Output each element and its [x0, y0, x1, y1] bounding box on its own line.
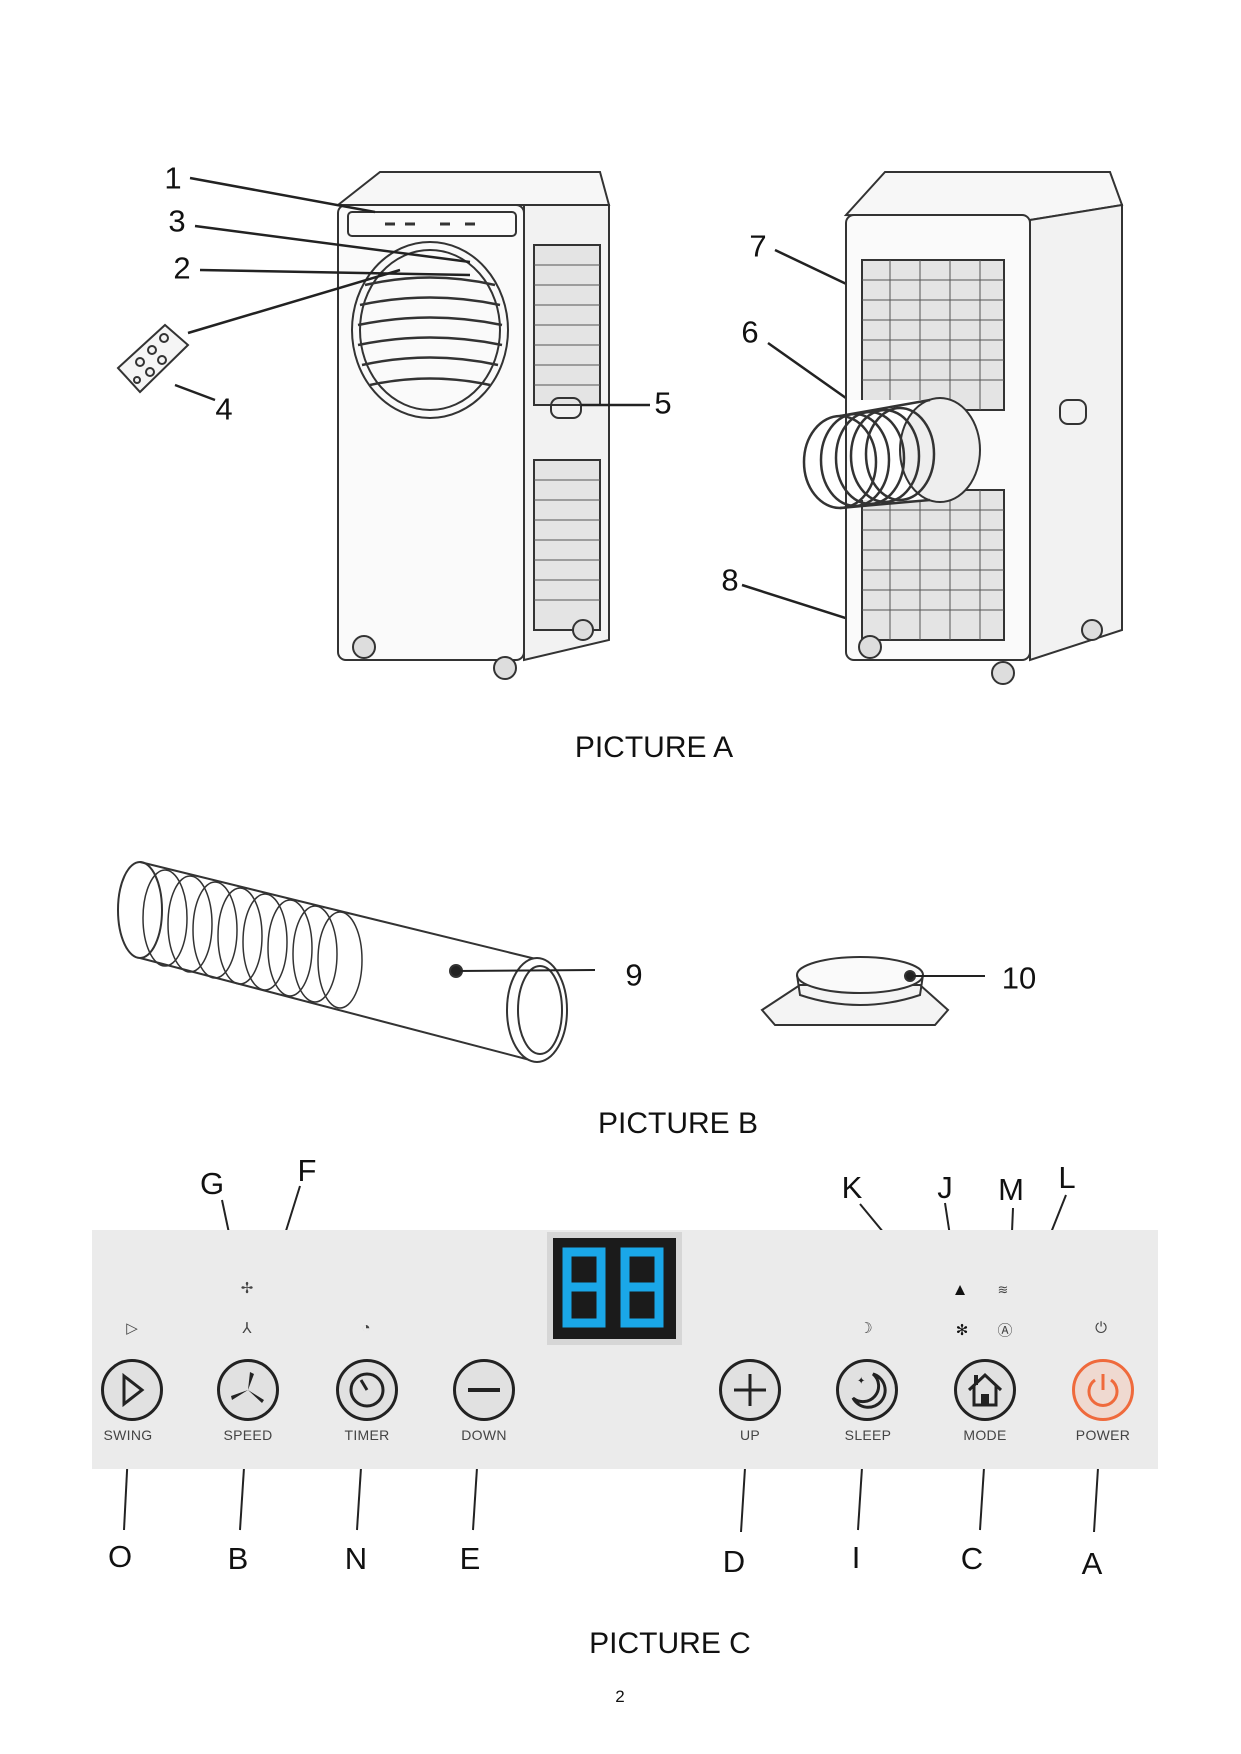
letter-g: G — [199, 1166, 225, 1201]
swing-icon — [122, 1372, 145, 1408]
auto-indicator-icon: Ⓐ — [997, 1322, 1013, 1340]
page-number: 2 — [615, 1687, 625, 1706]
letter-c: C — [960, 1541, 984, 1576]
letter-m: M — [998, 1172, 1024, 1207]
timer-icon — [349, 1372, 385, 1408]
speed-button[interactable] — [217, 1359, 279, 1421]
power-icon — [1087, 1374, 1119, 1407]
down-button[interactable] — [453, 1359, 515, 1421]
led-display: 88 — [547, 1232, 682, 1345]
letter-f: F — [297, 1153, 317, 1188]
moon-icon: ✦ — [851, 1372, 887, 1409]
callout-2: 2 — [173, 250, 191, 286]
picture-a-caption: PICTURE A — [574, 731, 734, 764]
letter-o: O — [107, 1539, 133, 1574]
callout-9: 9 — [625, 957, 643, 993]
back-unit-drawing — [802, 171, 1124, 685]
speed-label: SPEED — [223, 1427, 273, 1443]
swing-button[interactable] — [101, 1359, 163, 1421]
letter-d: D — [722, 1544, 746, 1579]
callout-4: 4 — [215, 391, 233, 427]
exhaust-hose-drawing — [117, 861, 596, 1063]
timer-button[interactable] — [336, 1359, 398, 1421]
callout-7: 7 — [749, 228, 767, 264]
down-label: DOWN — [461, 1427, 507, 1443]
letter-a: A — [1081, 1546, 1103, 1581]
up-label: UP — [739, 1427, 761, 1443]
power-indicator-icon: ⏻ — [1095, 1319, 1107, 1337]
letter-k: K — [841, 1170, 863, 1205]
cool-indicator-icon: ✻ — [955, 1322, 969, 1339]
sleep-label: SLEEP — [844, 1427, 892, 1443]
letter-j: J — [937, 1170, 953, 1205]
callout-3: 3 — [168, 203, 186, 239]
heat-indicator-icon: ▲ — [951, 1280, 969, 1299]
picture-c-caption: PICTURE C — [589, 1627, 751, 1660]
sleep-indicator-icon: ☽ — [859, 1320, 873, 1337]
power-label: POWER — [1075, 1427, 1131, 1443]
letter-b: B — [227, 1541, 249, 1576]
callout-10: 10 — [1001, 960, 1037, 996]
high-speed-indicator-icon: ✢ — [240, 1280, 254, 1297]
letter-e: E — [459, 1541, 481, 1576]
remote-drawing — [116, 323, 190, 394]
picture-b-caption: PICTURE B — [597, 1107, 759, 1140]
plus-icon — [734, 1374, 766, 1406]
swing-indicator-icon: ▷ — [126, 1320, 138, 1337]
window-adapter-drawing — [760, 956, 985, 1026]
callout-6: 6 — [741, 314, 759, 350]
dehumidify-indicator-icon: ≋ — [997, 1282, 1009, 1297]
seven-segment-88: 88 — [562, 1247, 664, 1328]
callout-8: 8 — [721, 562, 739, 598]
letter-i: I — [851, 1540, 861, 1575]
letter-n: N — [344, 1541, 368, 1576]
sleep-button[interactable]: ✦ — [836, 1359, 898, 1421]
callout-5: 5 — [654, 385, 672, 421]
power-button[interactable] — [1072, 1359, 1134, 1421]
minus-icon — [468, 1388, 500, 1392]
letter-l: L — [1058, 1160, 1076, 1195]
timer-indicator-icon: ◔ — [361, 1319, 371, 1337]
mode-button[interactable] — [954, 1359, 1016, 1421]
up-button[interactable] — [719, 1359, 781, 1421]
mode-label: MODE — [963, 1427, 1007, 1443]
svg-text:✦: ✦ — [857, 1376, 865, 1387]
home-icon — [967, 1372, 1003, 1407]
front-unit-drawing — [335, 171, 611, 680]
low-speed-indicator-icon: ⅄ — [242, 1320, 252, 1337]
swing-label: SWING — [103, 1427, 153, 1443]
timer-label: TIMER — [344, 1427, 390, 1443]
fan-icon — [231, 1372, 264, 1403]
callout-1: 1 — [164, 160, 182, 196]
